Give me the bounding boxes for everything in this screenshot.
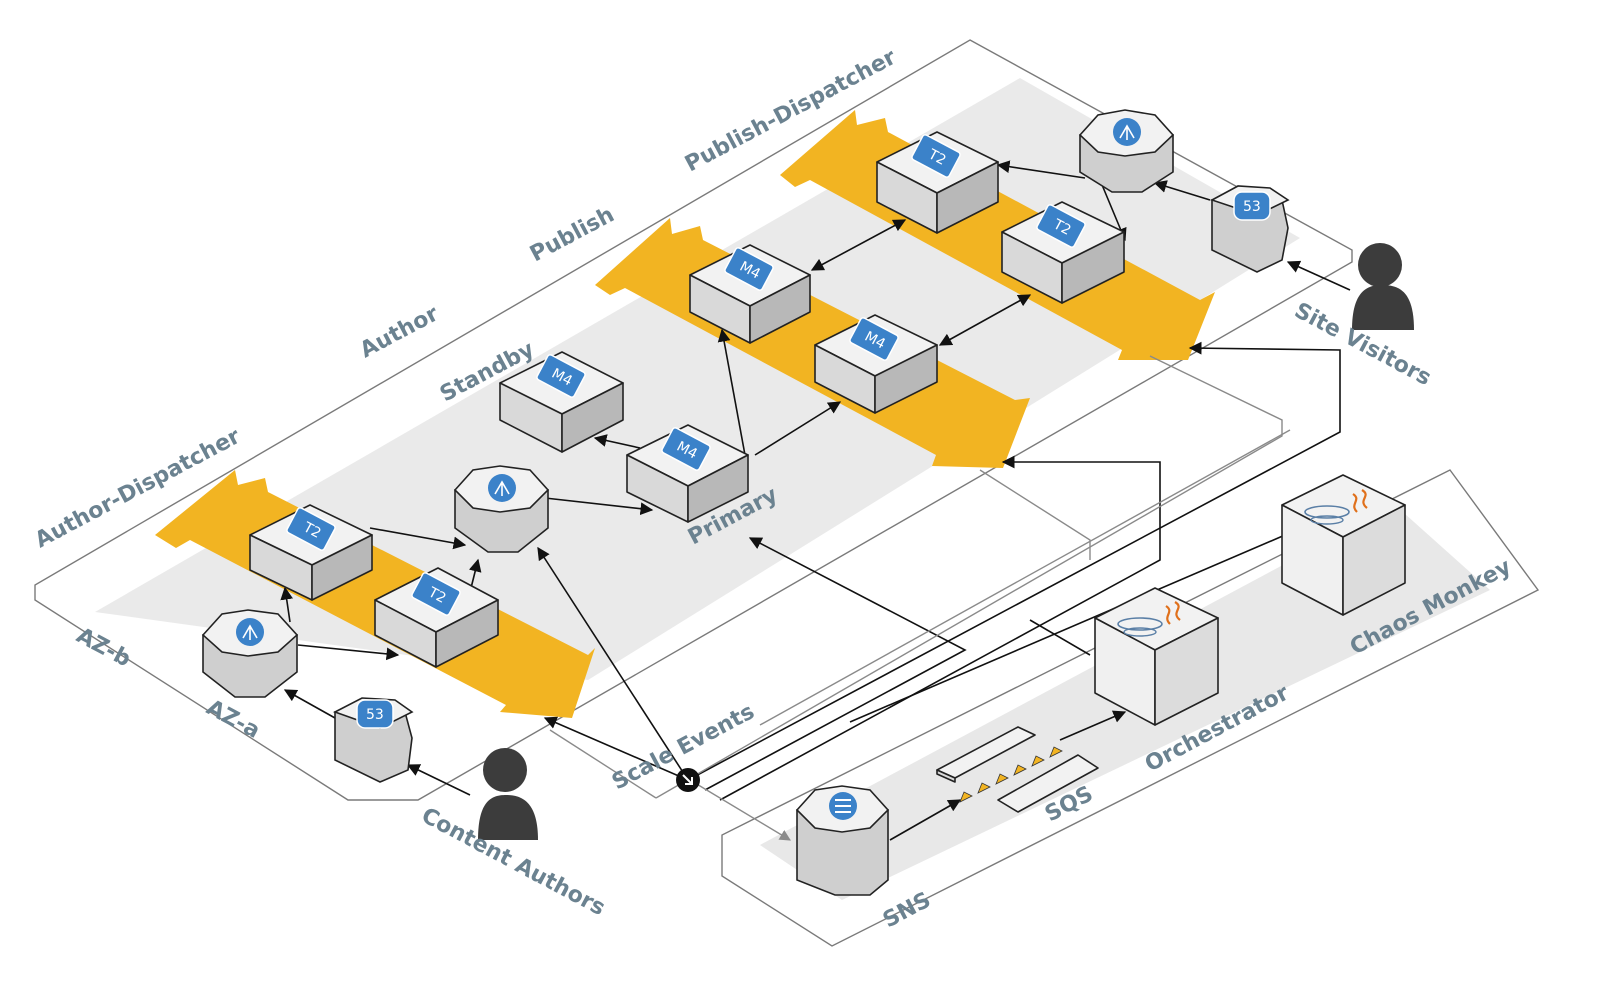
load-balancer-author[interactable] bbox=[453, 465, 550, 553]
orchestrator-cube[interactable] bbox=[1094, 587, 1219, 726]
m4-standby[interactable]: M4 bbox=[499, 351, 624, 453]
t2-publish-dispatcher-2[interactable]: T2 bbox=[1001, 201, 1125, 304]
route53-icon bbox=[1233, 191, 1271, 221]
instance-type: T2 bbox=[925, 146, 949, 169]
t2-author-dispatcher-2[interactable]: T2 bbox=[374, 567, 499, 668]
m4-publish-1[interactable]: M4 bbox=[689, 244, 811, 344]
m4-publish-2[interactable]: M4 bbox=[814, 314, 938, 414]
connectors bbox=[280, 160, 1351, 841]
route53-label: 53 bbox=[1243, 199, 1261, 215]
load-balancer-publish-dispatcher[interactable] bbox=[1078, 109, 1175, 193]
label-author: Author bbox=[356, 301, 443, 363]
java-icon bbox=[1304, 489, 1368, 525]
load-balancer-author-dispatcher[interactable] bbox=[201, 609, 299, 698]
content-authors-user-icon bbox=[478, 748, 538, 840]
route53-label: 53 bbox=[366, 707, 384, 723]
m4-primary[interactable]: M4 bbox=[626, 424, 749, 523]
instance-type: T2 bbox=[300, 519, 324, 542]
java-icon bbox=[1117, 601, 1181, 637]
sns-service[interactable] bbox=[795, 785, 890, 896]
route53-icon bbox=[356, 699, 394, 729]
route53-author[interactable]: 53 bbox=[332, 697, 414, 783]
chaos-monkey-cube[interactable] bbox=[1281, 474, 1406, 616]
site-visitors-user-icon bbox=[1352, 243, 1414, 330]
t2-publish-dispatcher-1[interactable]: T2 bbox=[876, 131, 999, 234]
sqs-message-markers bbox=[959, 746, 1063, 803]
instance-type: T2 bbox=[1050, 216, 1074, 239]
t2-author-dispatcher-1[interactable]: T2 bbox=[249, 504, 373, 601]
route53-publish[interactable]: 53 bbox=[1209, 185, 1290, 273]
instance-type: T2 bbox=[425, 584, 449, 607]
sqs-queue[interactable] bbox=[936, 726, 1099, 813]
scale-event-icon bbox=[676, 768, 700, 792]
